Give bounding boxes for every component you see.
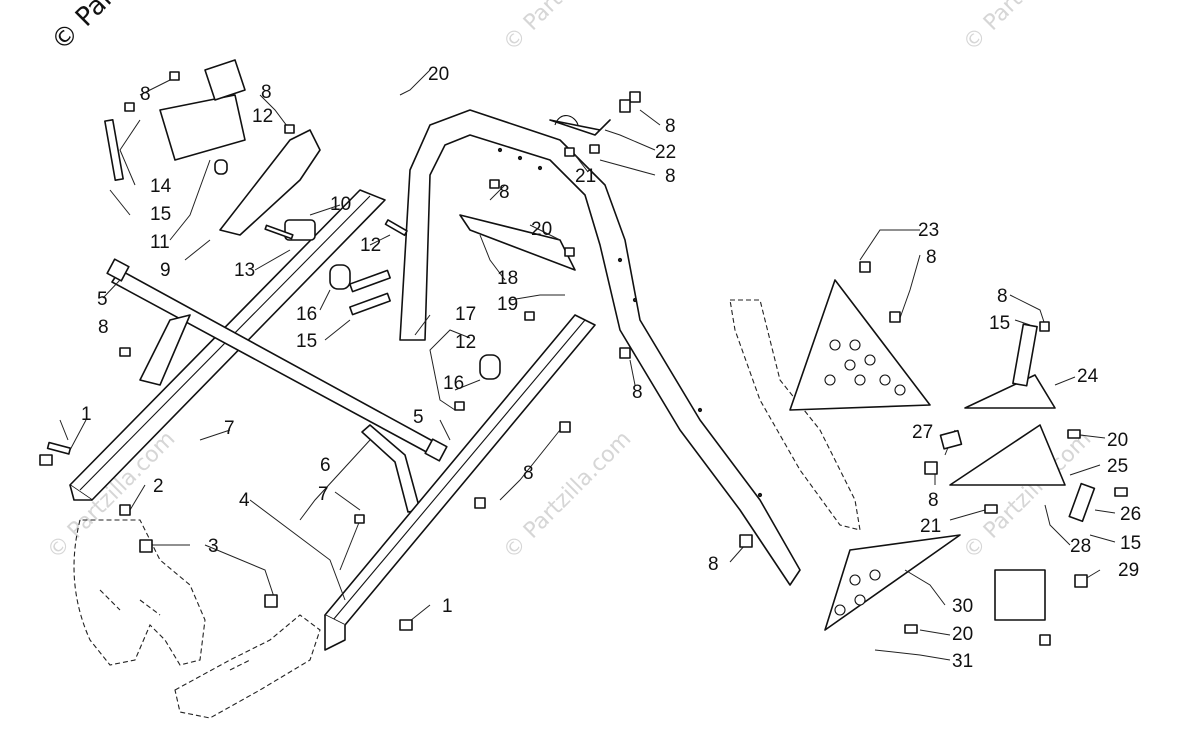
callout-15: 15 xyxy=(989,313,1010,334)
callout-2: 2 xyxy=(153,476,164,497)
callout-22: 22 xyxy=(655,142,676,163)
main-roll-bar xyxy=(399,109,801,586)
callout-8: 8 xyxy=(665,116,676,137)
chassis-outline xyxy=(73,519,321,719)
bracket-25 xyxy=(949,424,1066,486)
callout-1: 1 xyxy=(81,404,92,425)
watermark-top-center: © Partzilla.com xyxy=(499,0,637,56)
callout-8: 8 xyxy=(261,82,272,103)
callout-26: 26 xyxy=(1120,504,1141,525)
callout-15: 15 xyxy=(1120,533,1141,554)
callout-17: 17 xyxy=(455,304,476,325)
right-mounting-rail xyxy=(324,314,596,651)
callout-16: 16 xyxy=(296,304,317,325)
callout-12: 12 xyxy=(252,106,273,127)
callout-21: 21 xyxy=(575,166,596,187)
callout-5: 5 xyxy=(97,289,108,310)
mounting-bracket-9 xyxy=(219,129,321,236)
callout-24: 24 xyxy=(1077,366,1099,387)
callout-9: 9 xyxy=(160,260,171,281)
callout-8: 8 xyxy=(632,382,643,403)
callout-3: 3 xyxy=(208,536,219,557)
callouts: 1 2 3 4 5 6 7 8 8 12 14 15 11 9 10 12 13… xyxy=(81,64,1141,672)
callout-8: 8 xyxy=(665,166,676,187)
callout-8: 8 xyxy=(140,84,151,105)
watermark-bottom-center: © Partzilla.com xyxy=(499,427,637,565)
callout-18: 18 xyxy=(497,268,518,289)
callout-19: 19 xyxy=(497,294,518,315)
cross-rod xyxy=(106,258,448,462)
plate-23 xyxy=(789,279,931,411)
dashed-side-panel xyxy=(729,299,861,531)
plate-30 xyxy=(824,534,961,631)
leader-lines xyxy=(59,69,1116,661)
plate-24 xyxy=(964,374,1056,409)
callout-25: 25 xyxy=(1107,456,1128,477)
callout-14: 14 xyxy=(150,176,172,197)
callout-28: 28 xyxy=(1070,536,1091,557)
callout-16: 16 xyxy=(443,373,464,394)
callout-11: 11 xyxy=(150,232,170,253)
callout-7: 7 xyxy=(224,418,235,439)
callout-10: 10 xyxy=(330,194,351,215)
callout-8: 8 xyxy=(708,554,719,575)
control-module xyxy=(159,59,246,161)
callout-8: 8 xyxy=(926,247,937,268)
bent-support-bar xyxy=(139,314,421,513)
callout-1: 1 xyxy=(442,596,453,617)
callout-13: 13 xyxy=(234,260,255,281)
callout-12: 12 xyxy=(455,332,476,353)
callout-4: 4 xyxy=(239,490,250,511)
callout-6: 6 xyxy=(320,455,331,476)
callout-31: 31 xyxy=(952,651,973,672)
callout-20: 20 xyxy=(952,624,973,645)
callout-8: 8 xyxy=(499,182,510,203)
bracket-18 xyxy=(459,214,576,271)
watermark-top-right: © Partzilla.com xyxy=(959,0,1097,56)
callout-8: 8 xyxy=(523,463,534,484)
callout-12: 12 xyxy=(360,235,381,256)
callout-30: 30 xyxy=(952,596,973,617)
watermarks: © Partzilla © Partzilla.com © Partzilla.… xyxy=(43,0,1097,564)
callout-20: 20 xyxy=(428,64,449,85)
callout-27: 27 xyxy=(912,422,933,443)
callout-23: 23 xyxy=(918,220,939,241)
callout-5: 5 xyxy=(413,407,424,428)
fasteners xyxy=(39,71,1128,646)
callout-7: 7 xyxy=(318,484,329,505)
corner-watermark: © Partzilla xyxy=(46,0,164,57)
callout-21: 21 xyxy=(920,516,941,537)
callout-29: 29 xyxy=(1118,560,1139,581)
callout-8: 8 xyxy=(98,317,109,338)
bracket-22 xyxy=(549,115,611,136)
callout-20: 20 xyxy=(1107,430,1128,451)
callout-15: 15 xyxy=(296,331,317,352)
callout-20: 20 xyxy=(531,219,552,240)
callout-15: 15 xyxy=(150,204,171,225)
callout-8: 8 xyxy=(997,286,1008,307)
callout-8: 8 xyxy=(928,490,939,511)
